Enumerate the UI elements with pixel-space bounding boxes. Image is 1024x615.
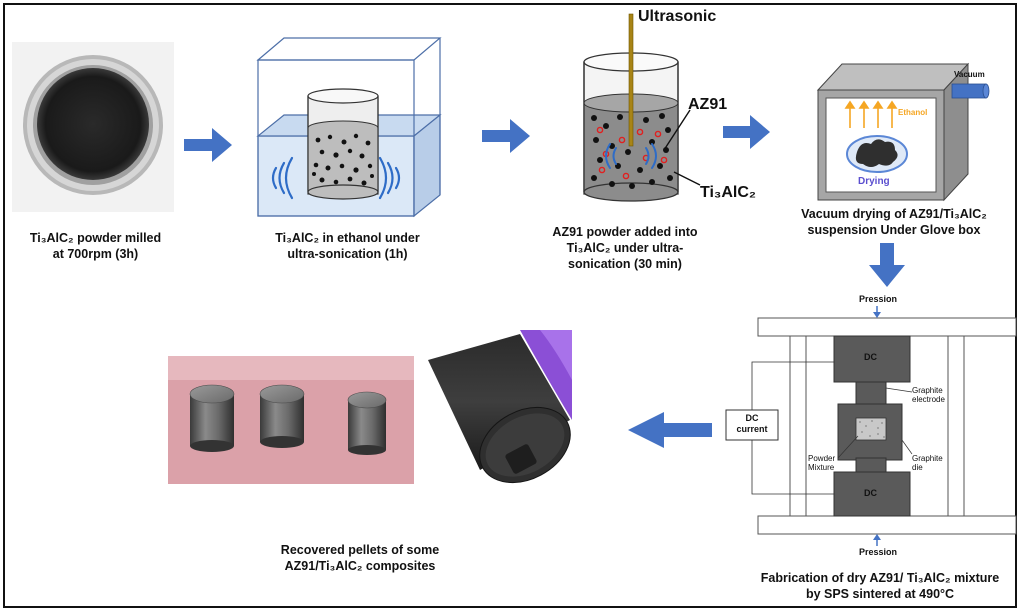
sps-cylinder-photo (420, 330, 572, 510)
caption-milling: Ti₃AlC₂ powder milled at 700rpm (3h) (8, 230, 183, 262)
caption-mixing-line1: AZ91 powder added into (552, 225, 698, 239)
caption-mixing: AZ91 powder added into Ti₃AlC₂ under ult… (520, 224, 730, 272)
label-dc-current: DC current (726, 413, 778, 435)
caption-pellets-line2: AZ91/Ti₃AlC₂ composites (284, 559, 436, 573)
caption-milling-line2: at 700rpm (3h) (52, 247, 139, 261)
label-graphite-die: Graphite die (912, 454, 943, 472)
caption-mixing-line3: sonication (30 min) (568, 257, 682, 271)
label-powder-mixture: Powder Mixture (808, 454, 835, 472)
arrow-3 (723, 115, 770, 149)
caption-ethanol-line2: ultra-sonication (1h) (287, 247, 408, 261)
arrow-left (628, 412, 712, 448)
label-ethanol: Ethanol (898, 108, 928, 117)
label-dc-current-1: DC (745, 413, 759, 423)
caption-milling-formula: Ti₃AlC₂ (29, 231, 74, 245)
label-dc-bottom: DC (864, 488, 877, 498)
label-powder-mixture-2: Mixture (808, 463, 835, 472)
label-pression-top: Pression (859, 294, 898, 304)
label-graphite-die-1: Graphite (912, 454, 943, 463)
ultrasonic-beaker (583, 13, 701, 202)
pellets-photo (168, 356, 414, 484)
caption-pellets-line1: Recovered pellets of some (280, 543, 440, 557)
milled-powder-photo (12, 42, 174, 212)
caption-sps-line1: Fabrication of dry AZ91/ Ti₃AlC₂ mixture (760, 571, 1000, 585)
label-graphite-electrode-1: Graphite (912, 386, 943, 395)
caption-drying: Vacuum drying of AZ91/Ti₃AlC₂ suspension… (778, 206, 1010, 238)
caption-milling-line1: powder milled (77, 231, 162, 245)
caption-mixing-formula: Ti₃AlC₂ (566, 241, 611, 255)
label-dc-top: DC (864, 352, 877, 362)
label-ultrasonic: Ultrasonic (638, 8, 717, 25)
arrow-1 (184, 128, 232, 162)
diagram-frame (3, 3, 1017, 608)
arrow-down (869, 243, 905, 287)
label-graphite-die-2: die (912, 463, 923, 472)
caption-drying-line2: suspension Under Glove box (807, 223, 981, 237)
vacuum-oven (816, 62, 990, 202)
caption-sps-line2: by SPS sintered at 490°C (805, 587, 955, 601)
label-vacuum: Vacuum (954, 70, 985, 79)
label-pression-bottom: Pression (859, 547, 898, 557)
caption-pellets: Recovered pellets of some AZ91/Ti₃AlC₂ c… (245, 542, 475, 574)
label-graphite-electrode: Graphite electrode (912, 386, 945, 404)
sps-schematic (725, 306, 1017, 546)
label-dc-current-2: current (736, 424, 768, 434)
label-powder-mixture-1: Powder (808, 454, 836, 463)
arrow-2 (482, 119, 530, 153)
caption-drying-line1: Vacuum drying of AZ91/Ti₃AlC₂ (801, 207, 987, 221)
label-graphite-electrode-2: electrode (912, 395, 945, 404)
caption-sps: Fabrication of dry AZ91/ Ti₃AlC₂ mixture… (740, 570, 1020, 602)
label-az91: AZ91 (688, 96, 728, 113)
caption-ethanol-line1: in ethanol under (322, 231, 420, 245)
caption-mixing-line2: under ultra- (613, 241, 684, 255)
ultrasonic-bath (256, 37, 442, 218)
label-drying: Drying (858, 176, 890, 187)
label-ti3alc2: Ti₃AlC₂ (700, 184, 756, 201)
caption-ethanol: Ti₃AlC₂ in ethanol under ultra-sonicatio… (250, 230, 445, 262)
caption-ethanol-formula: Ti₃AlC₂ (275, 231, 320, 245)
